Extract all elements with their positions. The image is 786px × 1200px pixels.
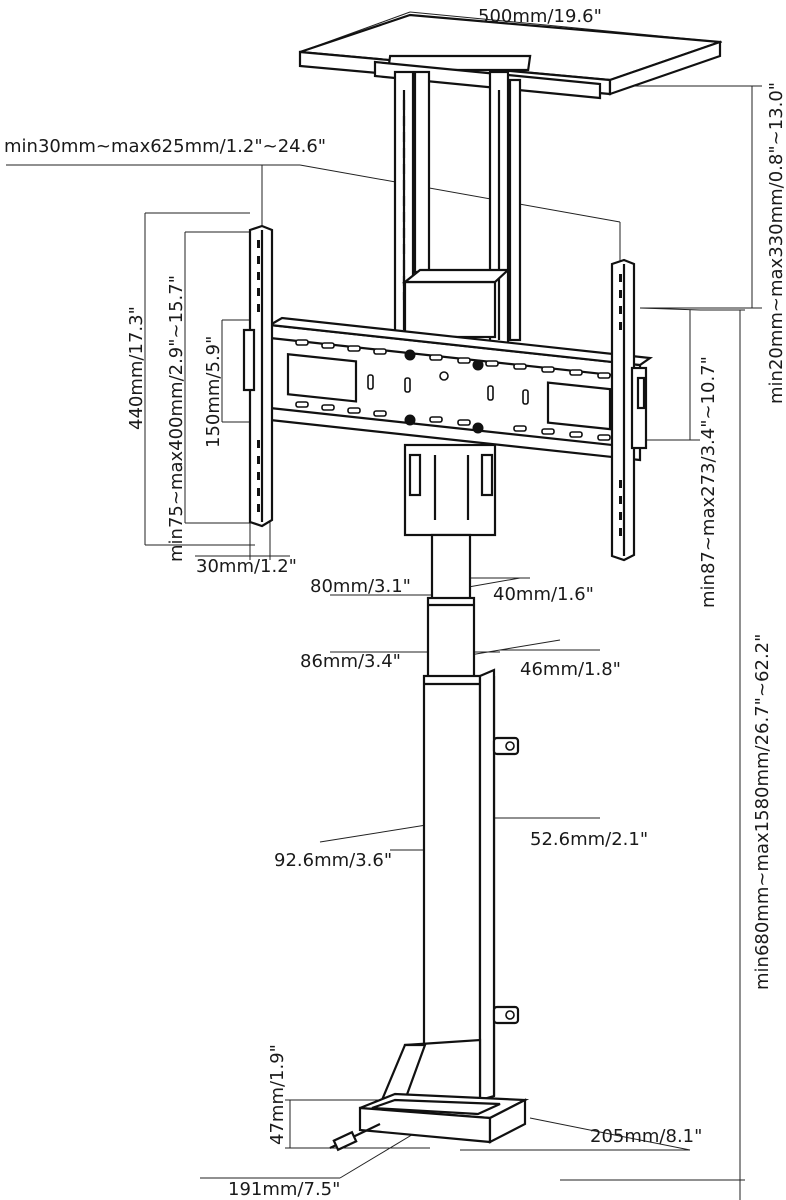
cable-clip-upper	[492, 736, 520, 756]
label-mount-width-range: min30mm~max625mm/1.2"~24.6"	[4, 136, 326, 157]
label-base-depth: 191mm/7.5"	[228, 1179, 340, 1200]
label-top-width: 500mm/19.6"	[478, 6, 602, 27]
mount-plate	[266, 316, 654, 462]
cable-clip-lower	[492, 1005, 520, 1025]
label-tube1-width: 40mm/1.6"	[493, 584, 594, 605]
right-vesa-arm	[610, 258, 648, 562]
base	[329, 1038, 530, 1152]
label-tube3-depth: 92.6mm/3.6"	[274, 850, 392, 871]
label-overall-height-range: min680mm~max1580mm/26.7"~62.2"	[752, 634, 773, 990]
label-tube2-depth: 86mm/3.4"	[300, 651, 401, 672]
plate-screws	[404, 349, 484, 434]
dimension-lines	[6, 11, 762, 1200]
ceiling-plate	[298, 13, 722, 100]
label-tube3-width: 52.6mm/2.1"	[530, 829, 648, 850]
dimension-labels: 500mm/19.6" min20mm~max330mm/0.8"~13.0" …	[4, 6, 786, 1200]
label-base-height: 47mm/1.9"	[267, 1044, 288, 1145]
label-arm-height: 440mm/17.3"	[126, 306, 147, 430]
label-tube1-depth: 80mm/3.1"	[310, 576, 411, 597]
label-arm-width: 30mm/1.2"	[196, 556, 297, 577]
label-top-height-range: min20mm~max330mm/0.8"~13.0"	[766, 82, 786, 404]
label-tube2-width: 46mm/1.8"	[520, 659, 621, 680]
carriage	[401, 268, 511, 537]
left-vesa-arm	[242, 224, 274, 528]
plate-slots	[295, 339, 611, 441]
label-vesa-vertical-range: min75~max400mm/2.9"~15.7"	[166, 275, 187, 562]
label-arm-offset-range: min87~max273/3.4"~10.7"	[698, 356, 719, 608]
label-plate-height: 150mm/5.9"	[203, 336, 224, 448]
label-base-width: 205mm/8.1"	[590, 1126, 702, 1147]
